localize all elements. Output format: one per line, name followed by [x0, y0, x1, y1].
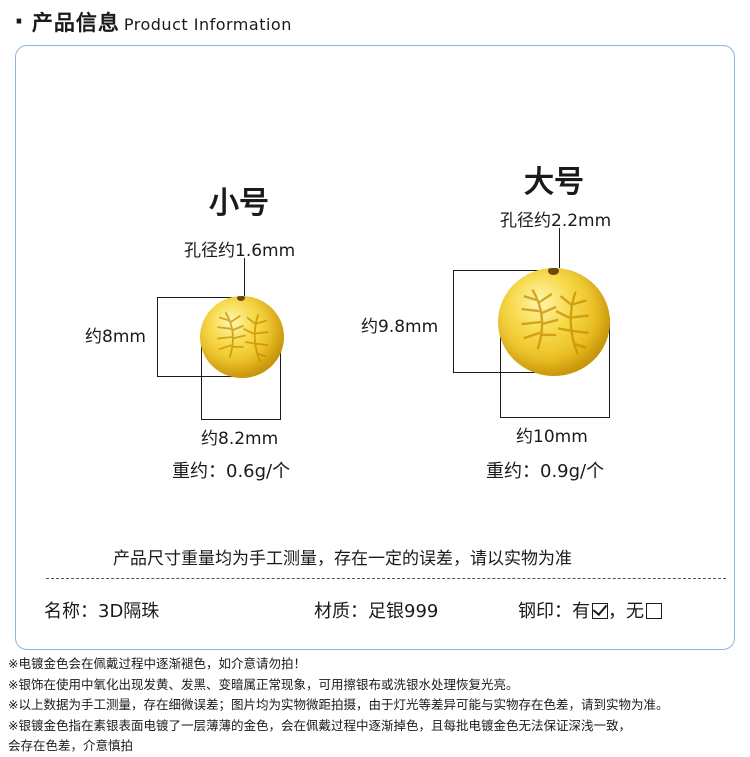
- large-bead-hole: [548, 268, 559, 275]
- small-width-label: 约8.2mm: [201, 429, 279, 449]
- note-line: ※电镀金色会在佩戴过程中逐渐褪色，如介意请勿拍！: [8, 656, 306, 671]
- stamp-no-label: 无: [626, 601, 644, 622]
- measurement-disclaimer: 产品尺寸重量均为手工测量，存在一定的误差，请以实物为准: [113, 549, 572, 569]
- stamp-row: 钢印：有 ，无: [518, 597, 662, 623]
- stamp-yes-checkbox-icon: [592, 603, 608, 619]
- small-height-label: 约8mm: [85, 327, 146, 347]
- small-hole-label: 孔径约1.6mm: [184, 241, 296, 261]
- small-bead-image: [200, 296, 284, 378]
- large-hole-label: 孔径约2.2mm: [500, 211, 612, 231]
- large-size-title: 大号: [524, 165, 584, 200]
- header-bullet: ·: [14, 7, 24, 37]
- stamp-yes-label: 有: [572, 601, 590, 622]
- small-bead-hole: [237, 296, 245, 301]
- large-height-label: 约9.8mm: [361, 317, 439, 337]
- product-name: 名称：3D隔珠: [44, 601, 160, 622]
- stamp-no-checkbox-icon: [646, 603, 662, 619]
- stamp-label: 钢印：: [518, 601, 572, 622]
- stamp-separator: ，: [608, 601, 626, 622]
- dashed-divider: [46, 578, 726, 579]
- leaf-pattern-icon: [521, 288, 589, 355]
- product-info-card: 小号 孔径约1.6mm 约8mm 约8.2mm 重约：0.6g/个 大号 孔径约…: [15, 45, 735, 650]
- note-line: ※银镀金色指在素银表面电镀了一层薄薄的金色，会在佩戴过程中逐渐掉色，且每批电镀金…: [8, 717, 631, 733]
- section-header: · 产品信息 Product Information: [14, 6, 292, 38]
- leaf-pattern-icon: [217, 311, 269, 362]
- note-line: ※银饰在使用中氧化出现发黄、发黑、变暗属正常现象，可用擦银布或洗银水处理恢复光亮…: [8, 676, 519, 692]
- small-size-title: 小号: [209, 186, 269, 221]
- large-bead-image: [498, 268, 610, 376]
- note-line: ※以上数据为手工测量，存在细微误差；图片均为实物微距拍摄，由于灯光等差异可能与实…: [8, 697, 669, 712]
- header-title-cn: 产品信息: [31, 11, 120, 35]
- product-material: 材质：足银999: [314, 601, 439, 622]
- large-width-label: 约10mm: [516, 427, 588, 447]
- large-weight-label: 重约：0.9g/个: [486, 461, 605, 482]
- header-title-en: Product Information: [123, 15, 292, 34]
- note-line: 会存在色差，介意慎拍: [8, 738, 134, 753]
- large-hole-pointer: [559, 228, 560, 268]
- small-hole-pointer: [244, 258, 245, 296]
- small-weight-label: 重约：0.6g/个: [172, 461, 291, 482]
- notes-section: ※电镀金色会在佩戴过程中逐渐褪色，如介意请勿拍！ ※银饰在使用中氧化出现发黄、发…: [8, 654, 748, 757]
